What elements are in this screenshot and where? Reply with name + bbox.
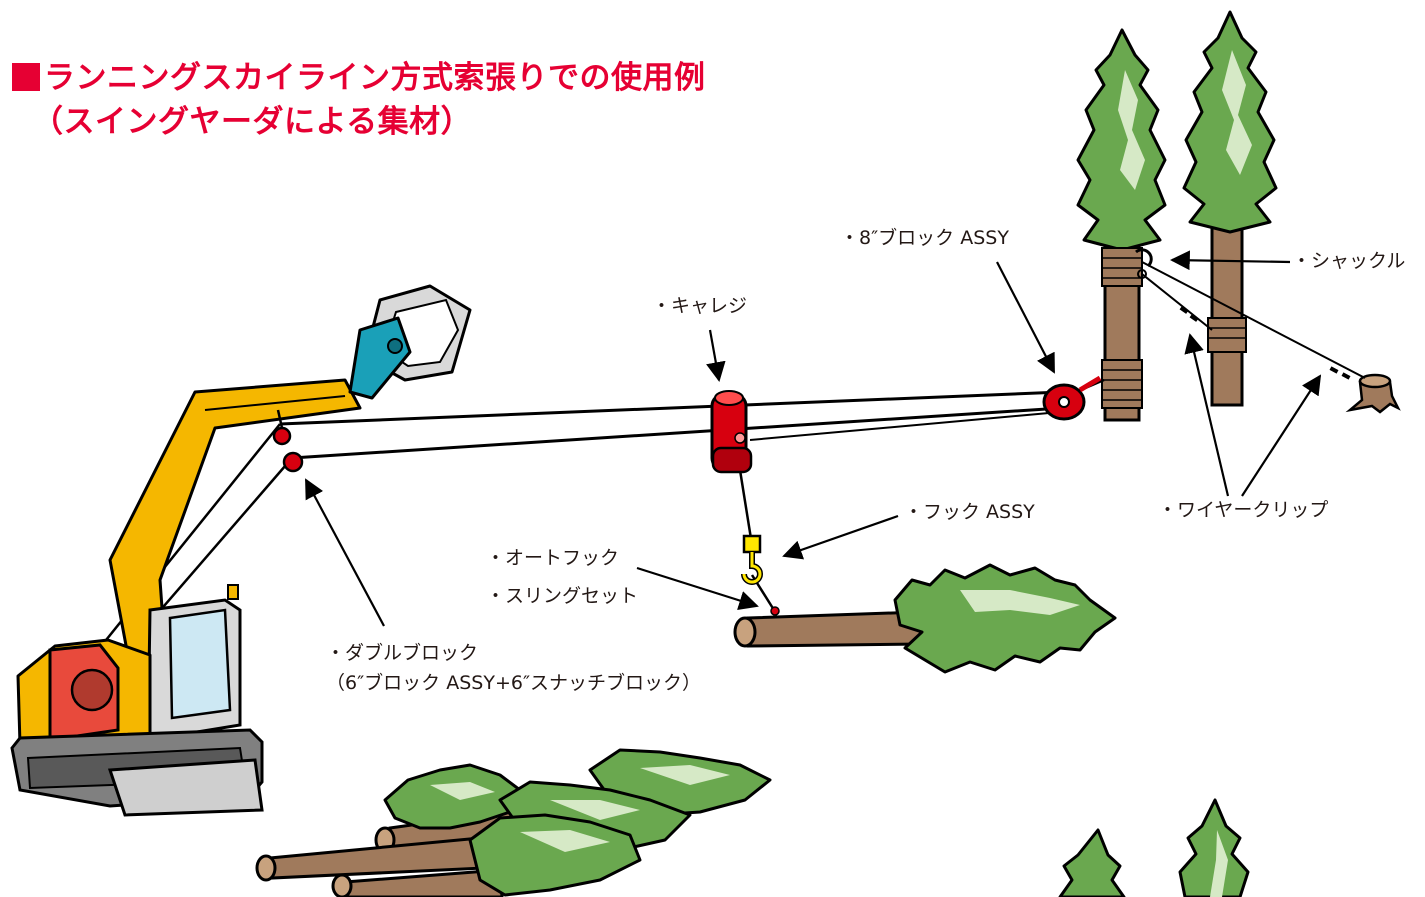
label-shackle: ・シャックル — [1292, 250, 1406, 272]
log-icon — [733, 563, 1117, 674]
label-carriage: ・キャレジ — [652, 295, 748, 317]
arrow-double-block — [305, 478, 385, 627]
label-block8: ・8″ブロック ASSY — [840, 227, 1009, 249]
grapple-icon — [348, 284, 472, 400]
label-hook: ・フック ASSY — [904, 501, 1035, 523]
label-sling-set: ・スリングセット — [486, 585, 639, 607]
hook-icon — [741, 534, 780, 616]
tree-icon — [383, 748, 772, 897]
title-text-1: ランニングスカイライン方式索張りでの使用例 — [44, 60, 706, 96]
arrow-shackle — [1170, 250, 1291, 271]
title-line-1: ランニングスカイライン方式索張りでの使用例 — [12, 56, 706, 100]
label-auto-hook: ・オートフック — [486, 547, 620, 569]
carriage-icon — [710, 390, 753, 474]
arrow-clip-a — [1184, 333, 1230, 497]
skyline-wires — [89, 261, 1366, 681]
title-line-2: （スイングヤーダによる集材） — [32, 104, 473, 140]
shackle-icon — [1135, 248, 1153, 279]
arrow-block8 — [996, 261, 1055, 374]
arrow-hook — [782, 514, 899, 560]
arrow-carriage — [706, 329, 726, 382]
arrow-sling — [636, 566, 759, 611]
diagram-title: ランニングスカイライン方式索張りでの使用例 （スイングヤーダによる集材） — [12, 56, 706, 144]
arrow-clip-b — [1241, 374, 1322, 497]
pulley-block-icon — [1042, 375, 1102, 421]
wire-clip-icon — [1179, 306, 1351, 380]
label-double-block-detail: （6″ブロック ASSY+6″スナッチブロック） — [326, 672, 702, 694]
title-marker-icon — [12, 63, 40, 91]
pulley-block-icon — [272, 409, 304, 473]
leader-arrows — [305, 250, 1322, 627]
tree-icon — [1076, 28, 1167, 422]
swing-yarder-icon — [10, 284, 472, 817]
label-wire-clip: ・ワイヤークリップ — [1158, 499, 1329, 521]
stump-icon — [1345, 373, 1401, 414]
tree-icon — [1058, 798, 1250, 897]
label-double-block: ・ダブルブロック — [326, 642, 479, 664]
tree-icon — [1182, 10, 1278, 407]
